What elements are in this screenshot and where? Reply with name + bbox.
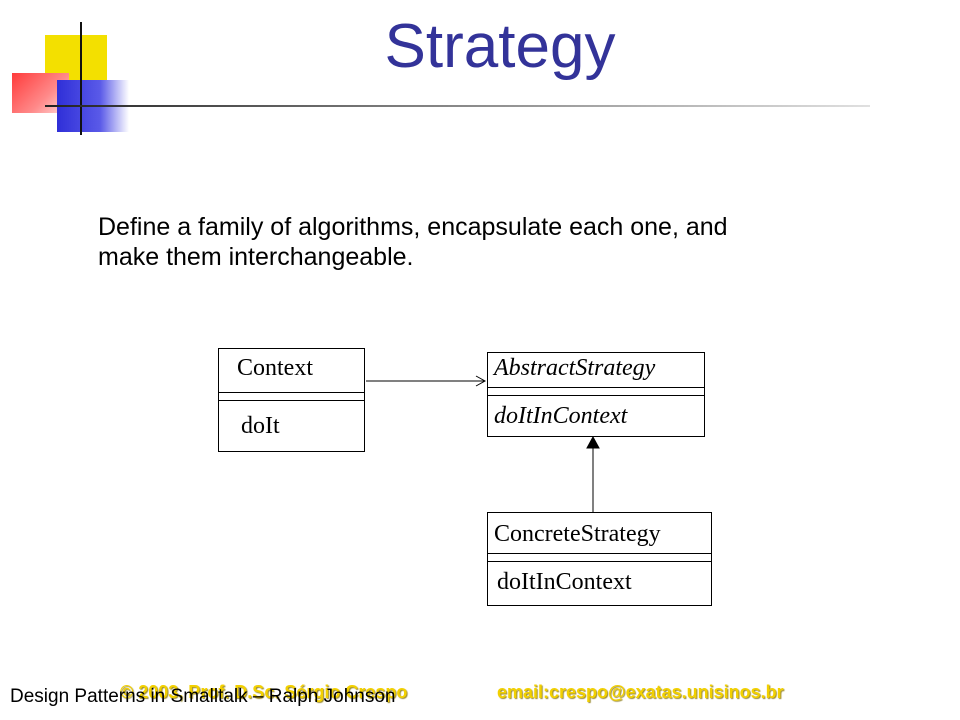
context-class-box: Context doIt xyxy=(218,348,365,452)
footer-email: email:crespo@exatas.unisinos.br xyxy=(497,682,784,702)
inheritance-arrow xyxy=(586,435,600,512)
footer-source: Design Patterns in Smalltalk – Ralph Joh… xyxy=(10,686,396,707)
abstract-strategy-class-box: AbstractStrategy doItInContext xyxy=(487,352,705,437)
context-class-name: Context xyxy=(237,355,313,381)
concrete-strategy-class-box: ConcreteStrategy doItInContext xyxy=(487,512,712,606)
slide-title: Strategy xyxy=(384,12,616,81)
footer-copyright: © 2003, Prof. D.Sc. Sérgio Crespo xyxy=(120,682,408,702)
abstract-strategy-class-name: AbstractStrategy xyxy=(494,355,656,381)
concrete-strategy-operation: doItInContext xyxy=(497,569,632,595)
slide-description: Define a family of algorithms, encapsula… xyxy=(98,213,728,271)
context-operation: doIt xyxy=(241,413,280,439)
decor-vertical-line xyxy=(80,22,82,135)
concrete-strategy-class-name: ConcreteStrategy xyxy=(494,521,661,547)
association-arrow xyxy=(366,375,487,387)
abstract-strategy-operation: doItInContext xyxy=(494,403,628,429)
title-underline xyxy=(45,105,870,107)
